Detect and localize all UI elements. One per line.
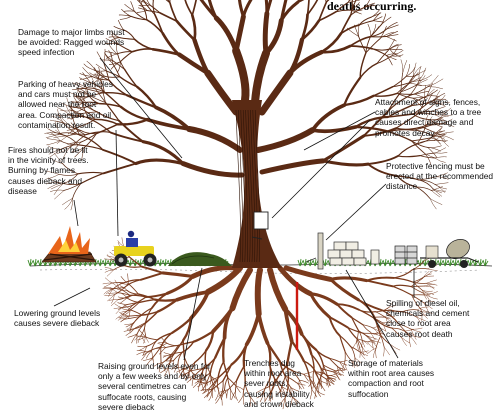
pointer-lines xyxy=(53,57,415,361)
tree-crown xyxy=(44,0,455,211)
fence-post-icon xyxy=(305,232,324,270)
annotation-trenches: Trenches dug within root area sever root… xyxy=(244,358,314,409)
tree-roots xyxy=(102,237,438,410)
sign-board-icon xyxy=(251,211,269,240)
annotation-raising: Raising ground levels even for only a fe… xyxy=(98,361,211,412)
bonfire-icon xyxy=(41,226,97,263)
annotation-signs: Attachment of signs, fences, cables and … xyxy=(375,97,482,138)
annotation-spilling: Spilling of diesel oil, chemicals and ce… xyxy=(386,298,470,339)
annotation-limbs: Damage to major limbs must be avoided: R… xyxy=(18,27,125,58)
tractor-icon xyxy=(114,230,157,267)
annotation-fires: Fires should not be lit in the vicinity … xyxy=(8,145,89,196)
soil-mound-icon xyxy=(168,252,232,266)
annotation-parking: Parking of heavy vehicles and cars must … xyxy=(18,79,113,130)
annotation-fencing: Protective fencing must be erected at th… xyxy=(386,161,494,192)
oil-drums-icon xyxy=(394,245,418,265)
bark-texture xyxy=(235,109,261,263)
stacked-materials-icon xyxy=(327,241,380,266)
annotation-lowering: Lowering ground levels causes severe die… xyxy=(14,308,101,329)
cement-mixer-icon xyxy=(420,239,479,268)
annotation-storage: Storage of materials within root area ca… xyxy=(348,358,435,399)
